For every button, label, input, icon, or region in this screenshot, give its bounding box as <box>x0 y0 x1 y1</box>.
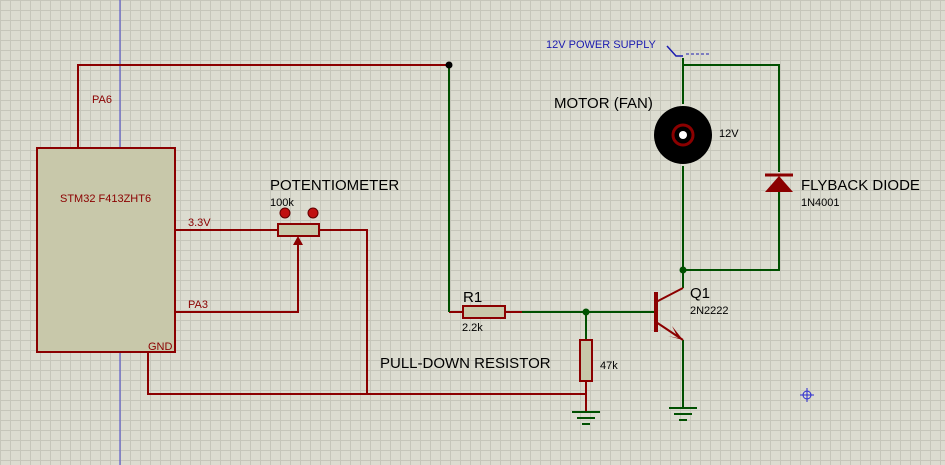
flyback-part: 1N4001 <box>801 197 840 209</box>
pin-label-pa3: PA3 <box>188 299 208 311</box>
pin-label-gnd: GND <box>148 341 173 353</box>
pot-decrease-button[interactable] <box>279 207 291 219</box>
r1-value: 2.2k <box>462 322 483 334</box>
wire-pa3-to-wiper[interactable] <box>175 245 299 313</box>
flyback-title: FLYBACK DIODE <box>801 177 920 194</box>
motor-title: MOTOR (FAN) <box>554 95 653 112</box>
potentiometer-body[interactable] <box>277 223 320 237</box>
potentiometer-value: 100k <box>270 197 294 209</box>
motor-component[interactable]: MOTOR (FAN) 12V <box>554 95 739 164</box>
junction-collector <box>679 266 687 274</box>
junction-pa6 <box>445 61 453 69</box>
motor-rotor-icon <box>671 123 695 147</box>
power-supply-terminal[interactable]: 12V POWER SUPPLY <box>546 39 710 57</box>
pulldown-title: PULL-DOWN RESISTOR <box>380 355 551 372</box>
mcu-component[interactable]: STM32 F413ZHT6 PA6 3.3V PA3 GND <box>36 94 211 353</box>
q1-emitter-arrow-icon <box>668 326 683 340</box>
junction-base-node <box>582 308 590 316</box>
pulldown-component[interactable]: PULL-DOWN RESISTOR 47k <box>380 339 618 382</box>
wire-diode-to-collector[interactable] <box>683 192 780 271</box>
power-terminal-icon <box>666 45 683 57</box>
potentiometer-component[interactable]: POTENTIOMETER 100k <box>270 177 399 245</box>
wire-pa6-net[interactable] <box>77 64 449 148</box>
pulldown-body[interactable] <box>579 339 593 382</box>
diode-triangle-icon <box>765 176 793 192</box>
wire-supply-rail[interactable] <box>682 58 780 172</box>
r1-ref: R1 <box>463 289 482 306</box>
pot-wiper-arrow-icon <box>293 236 303 245</box>
mcu-name: STM32 F413ZHT6 <box>60 193 151 205</box>
mcu-body[interactable] <box>36 147 176 353</box>
pot-increase-button[interactable] <box>307 207 319 219</box>
pulldown-value: 47k <box>600 360 618 372</box>
ground-symbol-right[interactable] <box>669 407 697 421</box>
q1-part: 2N2222 <box>690 305 729 317</box>
q1-collector-lead <box>655 287 684 303</box>
motor-shaft <box>679 131 687 139</box>
r1-component[interactable]: R1 2.2k <box>462 289 506 334</box>
q1-component[interactable]: Q1 2N2222 <box>654 285 729 341</box>
pin-label-pa6: PA6 <box>92 94 112 106</box>
wire-gnd-bus[interactable] <box>147 352 587 412</box>
power-supply-label: 12V POWER SUPPLY <box>546 39 656 51</box>
crosshair-marker-icon <box>800 388 814 402</box>
flyback-diode-component[interactable]: FLYBACK DIODE 1N4001 <box>765 173 920 209</box>
r1-body[interactable] <box>462 305 506 319</box>
motor-voltage: 12V <box>719 128 739 140</box>
pin-label-3v3: 3.3V <box>188 217 211 229</box>
red-wires <box>77 64 587 412</box>
q1-ref: Q1 <box>690 285 710 302</box>
ground-symbol-left[interactable] <box>572 411 600 425</box>
potentiometer-title: POTENTIOMETER <box>270 177 399 194</box>
wire-pot-to-gnd[interactable] <box>319 229 368 394</box>
